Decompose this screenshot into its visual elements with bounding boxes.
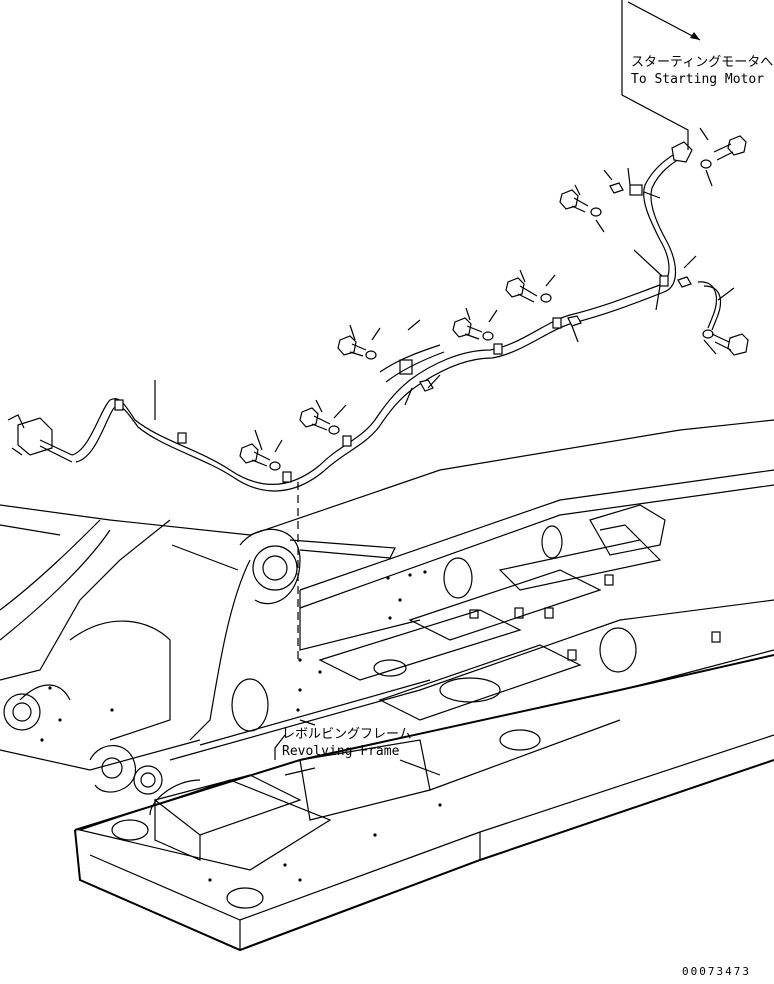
bolt	[239, 443, 271, 467]
wiring-harness	[7, 141, 722, 492]
revolving-frame	[0, 419, 774, 952]
revolving-frame-label-ja: レボルビングフレーム	[282, 727, 412, 742]
bolt	[559, 189, 589, 213]
bolt	[452, 317, 483, 340]
starting-motor-label-en: To Starting Motor	[631, 72, 764, 87]
revolving-frame-label-en: Revolving Frame	[282, 744, 400, 759]
bolt	[505, 277, 538, 303]
rivet-dots	[40, 570, 442, 882]
drawing-number: 00073473	[682, 965, 751, 978]
bolt	[337, 335, 367, 357]
fasteners	[239, 135, 749, 471]
leader-lines	[154, 0, 735, 760]
starting-motor-label-ja: スターティングモータへ	[631, 55, 773, 70]
bolt	[713, 135, 747, 161]
bolt	[299, 407, 331, 431]
bolt	[711, 333, 749, 356]
